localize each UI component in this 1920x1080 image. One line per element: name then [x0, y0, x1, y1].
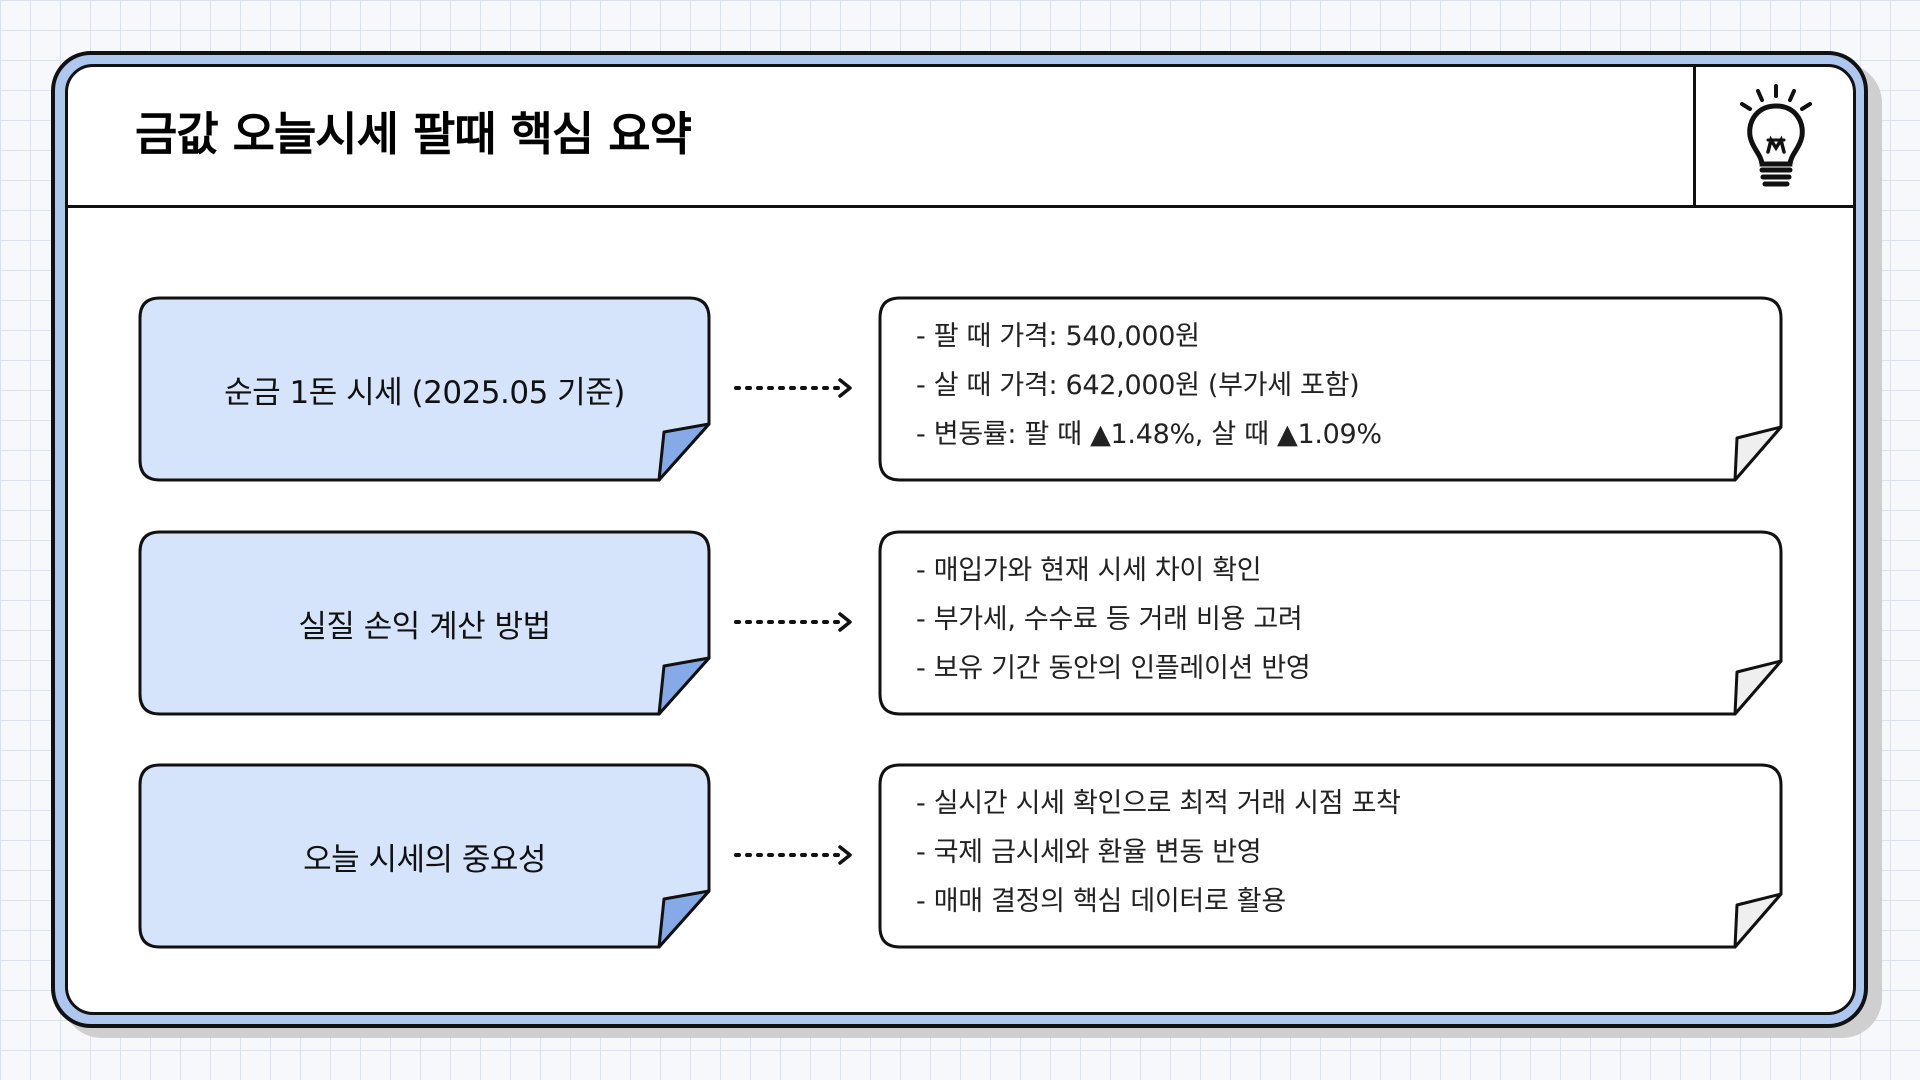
arrow-right-icon	[734, 845, 852, 865]
detail-line: - 팔 때 가격: 540,000원	[916, 321, 1200, 352]
header: 금값 오늘시세 팔때 핵심 요약	[68, 67, 1853, 208]
topic-card: 순금 1돈 시세 (2025.05 기준)	[138, 296, 711, 482]
detail-line: - 매입가와 현재 시세 차이 확인	[916, 555, 1262, 586]
topic-card: 오늘 시세의 중요성	[138, 763, 711, 949]
summary-row-1: 순금 1돈 시세 (2025.05 기준) - 팔 때 가격: 540,000원…	[68, 296, 1853, 482]
summary-row-2: 실질 손익 계산 방법 - 매입가와 현재 시세 차이 확인 - 부가세, 수수…	[68, 530, 1853, 716]
topic-label: 오늘 시세의 중요성	[303, 841, 546, 878]
topic-card: 실질 손익 계산 방법	[138, 530, 711, 716]
detail-card: - 매입가와 현재 시세 차이 확인 - 부가세, 수수료 등 거래 비용 고려…	[878, 530, 1783, 716]
detail-line: - 보유 기간 동안의 인플레이션 반영	[916, 653, 1311, 684]
detail-card: - 팔 때 가격: 540,000원 - 살 때 가격: 642,000원 (부…	[878, 296, 1783, 482]
arrow-right-icon	[734, 612, 852, 632]
page-title: 금값 오늘시세 팔때 핵심 요약	[135, 107, 692, 161]
detail-line: - 변동률: 팔 때 ▲1.48%, 살 때 ▲1.09%	[916, 419, 1382, 450]
detail-line: - 실시간 시세 확인으로 최적 거래 시점 포착	[916, 788, 1401, 819]
detail-line: - 매매 결정의 핵심 데이터로 활용	[916, 886, 1286, 917]
detail-list: - 팔 때 가격: 540,000원 - 살 때 가격: 642,000원 (부…	[916, 312, 1382, 459]
topic-label: 실질 손익 계산 방법	[298, 608, 551, 645]
detail-card: - 실시간 시세 확인으로 최적 거래 시점 포착 - 국제 금시세와 환율 변…	[878, 763, 1783, 949]
header-icon-cell	[1693, 67, 1853, 208]
topic-label: 순금 1돈 시세 (2025.05 기준)	[224, 374, 625, 411]
detail-line: - 살 때 가격: 642,000원 (부가세 포함)	[916, 370, 1360, 401]
detail-list: - 실시간 시세 확인으로 최적 거래 시점 포착 - 국제 금시세와 환율 변…	[916, 779, 1401, 926]
detail-line: - 부가세, 수수료 등 거래 비용 고려	[916, 604, 1303, 635]
arrow-right-icon	[734, 378, 852, 398]
content-panel: 금값 오늘시세 팔때 핵심 요약	[65, 64, 1856, 1015]
detail-line: - 국제 금시세와 환율 변동 반영	[916, 837, 1262, 868]
lightbulb-icon	[1740, 84, 1812, 187]
detail-list: - 매입가와 현재 시세 차이 확인 - 부가세, 수수료 등 거래 비용 고려…	[916, 546, 1311, 693]
summary-row-3: 오늘 시세의 중요성 - 실시간 시세 확인으로 최적 거래 시점 포착 - 국…	[68, 763, 1853, 949]
